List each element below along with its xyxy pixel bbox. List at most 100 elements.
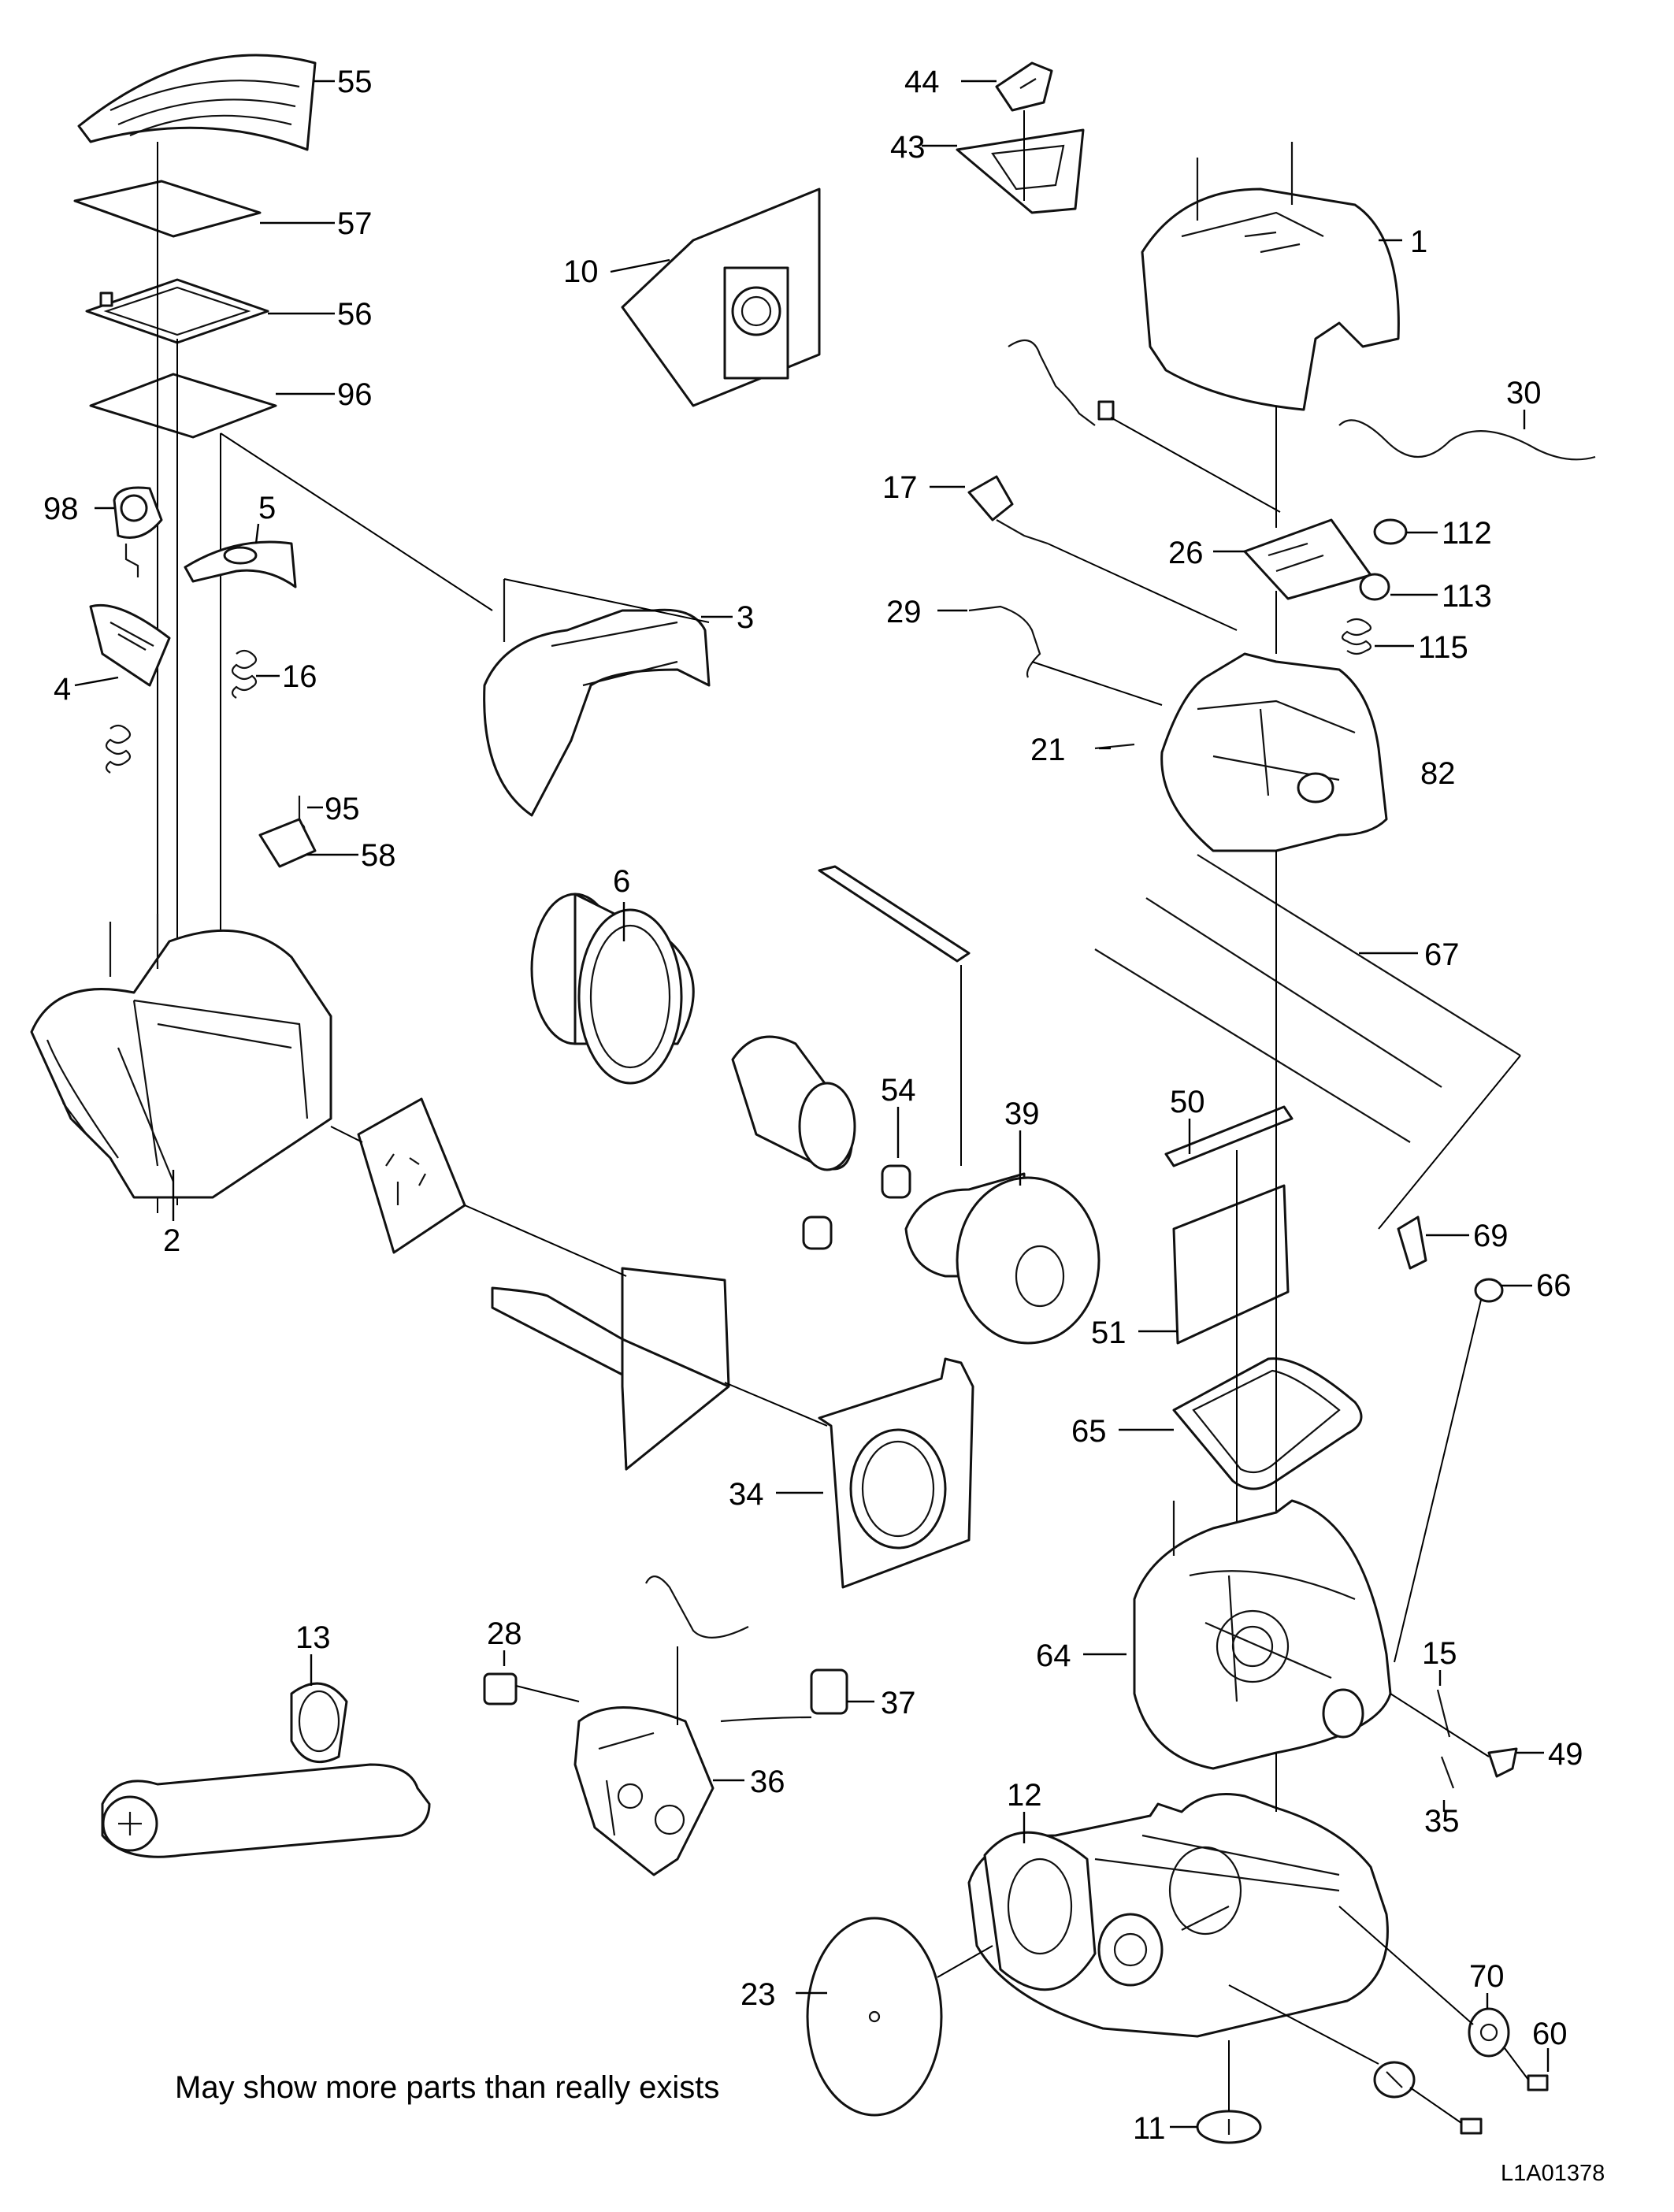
callout-28: 28 [487,1616,522,1651]
callout-60: 60 [1532,2017,1568,2051]
part-cable-harness [1008,339,1281,513]
axis-center-top [503,578,710,623]
part-16-spring [231,649,280,699]
callout-82: 82 [1420,756,1456,791]
part-3-cover-piece [483,579,733,817]
part-44-release-button [961,61,1053,112]
callout-12: 12 [1007,1778,1042,1813]
callout-11: 11 [1133,2111,1166,2146]
part-4-spring [105,724,132,774]
part-23-wheel [796,1917,993,2117]
callout-3: 3 [737,600,754,635]
part-34-front-grille [776,1357,974,1589]
axis-left-plate [330,1126,363,1143]
part-36-cable-reel [573,1706,744,1876]
part-43-button-panel [922,128,1085,214]
callout-56: 56 [337,297,373,332]
callout-113: 113 [1442,579,1492,614]
part-37-mains-plug [720,1668,874,1723]
part-58-bracket [258,818,358,868]
callout-1: 1 [1410,225,1427,259]
part-castor-wheel [1228,1984,1416,2099]
part-1-top-cover [1141,142,1402,411]
part-57-filter-pad [73,180,335,238]
callout-2: 2 [163,1223,180,1258]
part-4-switch-housing [74,603,171,687]
part-113-washer [1359,573,1438,601]
part-96-filter-sheet [89,373,335,439]
part-70-wheel-cap [1338,1906,1510,2058]
callout-96: 96 [337,377,373,412]
callout-39: 39 [1004,1097,1040,1131]
callout-115: 115 [1418,630,1468,665]
part-65-seal [1119,1357,1363,1490]
callout-15: 15 [1422,1636,1457,1671]
part-bushing-lower [802,1215,833,1250]
part-15-pin [1436,1670,1451,1738]
callout-43: 43 [890,130,926,165]
callout-55: 55 [337,65,373,99]
part-6-motor-housing [530,893,695,1085]
part-26-pcb [1213,518,1372,654]
part-motor-sleeve [731,1035,856,1171]
part-50-filter-clip [1164,1105,1294,1167]
part-17-contact [930,475,1238,631]
callout-16: 16 [282,659,317,694]
part-11-castor [1170,2040,1262,2144]
part-motor-bracket [818,865,971,1166]
part-28-clip [483,1650,580,1705]
callout-17: 17 [882,470,918,505]
callout-112: 112 [1442,516,1492,551]
callout-35: 35 [1424,1804,1460,1839]
disclaimer-caption: May show more parts than really exists [175,2070,719,2105]
part-54-bushing [881,1107,911,1199]
callout-29: 29 [886,595,922,629]
callout-57: 57 [337,206,373,241]
callout-44: 44 [904,65,940,99]
part-21-screw [1094,743,1135,750]
part-cable-lead [645,1575,749,1725]
callout-36: 36 [750,1765,785,1799]
callout-69: 69 [1473,1219,1509,1253]
callout-66: 66 [1536,1268,1572,1303]
part-64-main-body [1083,1499,1392,1770]
callout-64: 64 [1036,1639,1071,1673]
part-98-knob [95,486,163,577]
part-baffle [491,1267,730,1471]
callout-26: 26 [1168,536,1204,570]
part-112-grommet [1373,518,1438,545]
callout-70: 70 [1469,1959,1505,1994]
axis-left-diag [220,432,493,611]
drawing-reference-code: L1A01378 [1501,2161,1605,2186]
part-5-button-cover [184,523,297,588]
part-30-cable [1338,410,1596,461]
callout-58: 58 [361,838,396,873]
part-56-filter-frame [85,278,335,344]
callout-4: 4 [54,672,71,707]
callout-98: 98 [43,492,79,526]
part-66-cap [1394,1278,1532,1663]
axis-center-grille [724,1382,828,1427]
part-29-wire [937,605,1163,706]
callout-23: 23 [740,1977,776,2012]
callout-37: 37 [881,1686,916,1720]
callout-10: 10 [563,254,599,289]
part-10-dust-bag [610,187,821,407]
part-35-rod [1440,1756,1455,1812]
callout-51: 51 [1091,1316,1127,1350]
callout-65: 65 [1071,1414,1107,1449]
callout-49: 49 [1548,1737,1583,1772]
part-51-filter-sheet [1138,1184,1290,1345]
axis-center-baffle [464,1204,627,1277]
part-69-clip [1397,1215,1469,1270]
part-13-hose-handle [101,1654,431,1858]
part-castor-clip [1409,2087,1483,2135]
part-49-latch [1390,1693,1544,1778]
part-60-clip [1504,2047,1550,2091]
part-67-rods [1094,854,1521,1230]
part-82-handle-housing [1160,652,1388,852]
callout-34: 34 [729,1477,764,1512]
part-39-motor [904,1130,1101,1345]
callout-21: 21 [1030,733,1066,767]
